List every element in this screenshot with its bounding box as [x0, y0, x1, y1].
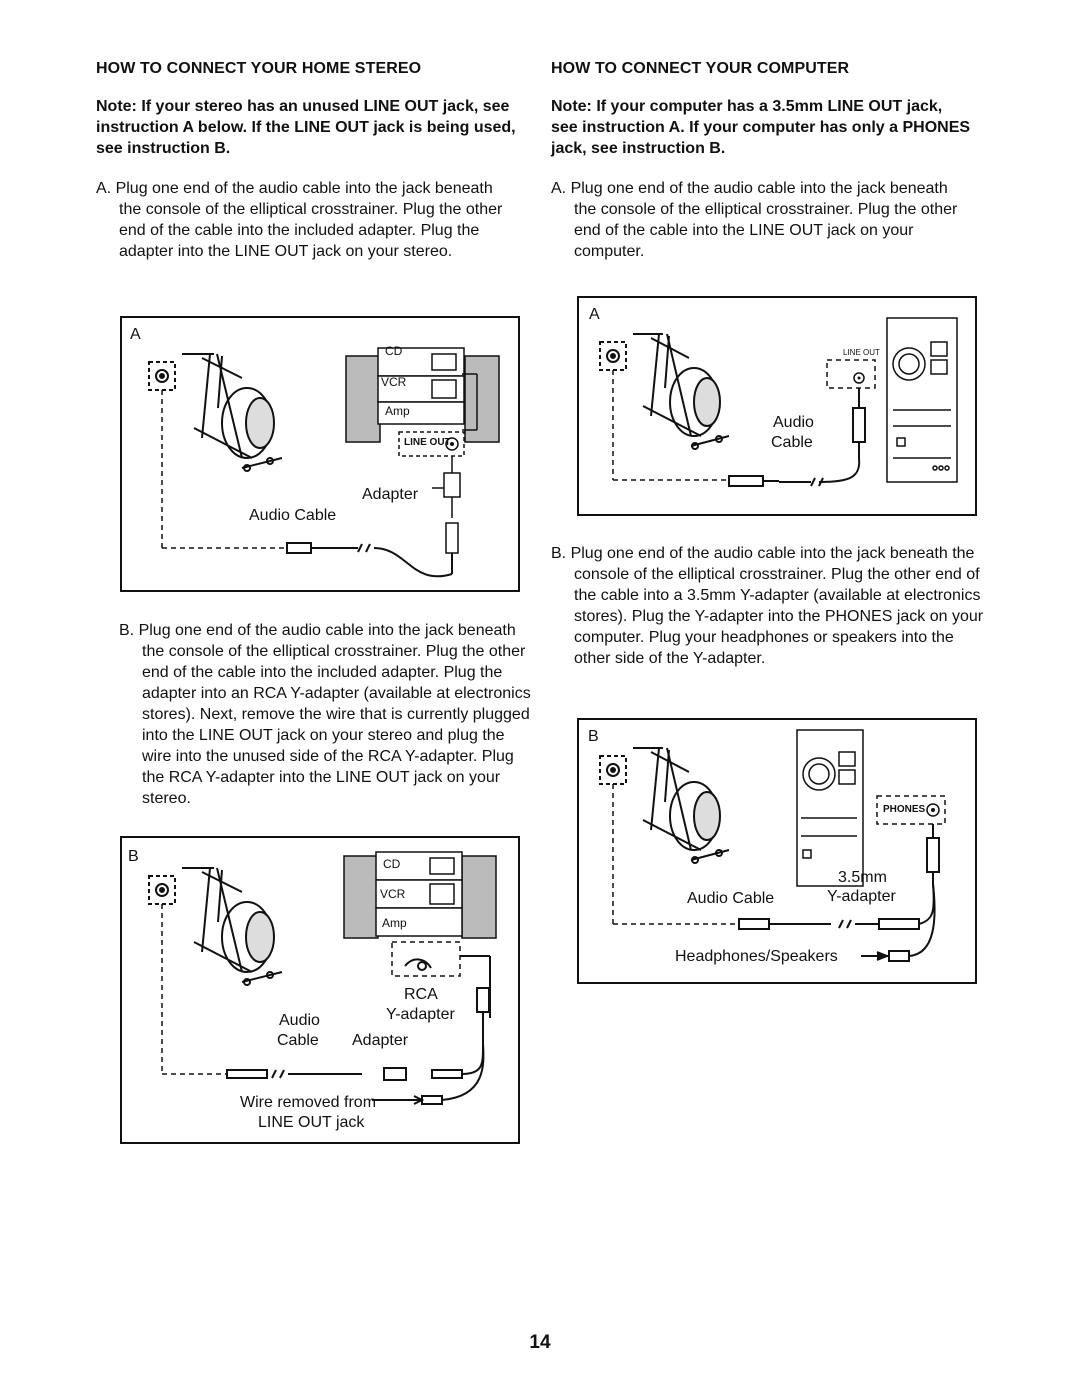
computer-a-line-out-label: LINE OUT	[843, 348, 880, 357]
stereo-a-adapter-label: Adapter	[362, 486, 419, 503]
stereo-figure-a: A CD VCR Amp LINE OUT Adapter Audio Cabl…	[120, 316, 520, 592]
stereo-diagram-b	[148, 851, 497, 1105]
computer-step-b: B. Plug one end of the audio cable into …	[551, 545, 984, 667]
stereo-a-line-out-label: LINE OUT	[404, 437, 451, 448]
stereo-b-rca-label: RCA	[404, 986, 438, 1003]
stereo-b-y-adapter-label: Y-adapter	[386, 1006, 455, 1023]
computer-b-y-adapter-label: Y-adapter	[827, 888, 896, 905]
stereo-b-amp-label: Amp	[382, 916, 407, 930]
stereo-diagram-a	[148, 347, 500, 578]
computer-a-audio-label: Audio	[773, 414, 814, 431]
stereo-step-a: A. Plug one end of the audio cable into …	[96, 180, 503, 260]
stereo-b-cable-label: Cable	[277, 1032, 319, 1049]
computer-diagram-b	[599, 729, 946, 962]
computer-step-a: A. Plug one end of the audio cable into …	[551, 180, 958, 260]
stereo-step-b: B. Plug one end of the audio cable into …	[119, 622, 531, 807]
page-number: 14	[529, 1332, 551, 1353]
computer-section: HOW TO CONNECT YOUR COMPUTER Note: If yo…	[551, 60, 971, 262]
stereo-note: Note: If your stereo has an unused LINE …	[96, 98, 516, 157]
computer-figure-b: B PHONES 3.5mm Audio Cable Y-adapter Hea…	[577, 718, 977, 984]
stereo-b-adapter-label: Adapter	[352, 1032, 409, 1049]
stereo-b-cd-label: CD	[383, 857, 401, 871]
computer-figure-a: A LINE OUT Audio Cable	[577, 296, 977, 516]
stereo-heading: HOW TO CONNECT YOUR HOME STEREO	[96, 60, 422, 77]
stereo-a-cd-label: CD	[385, 344, 403, 358]
stereo-b-audio-label: Audio	[279, 1012, 320, 1029]
computer-heading: HOW TO CONNECT YOUR COMPUTER	[551, 60, 850, 77]
stereo-section: HOW TO CONNECT YOUR HOME STEREO Note: If…	[96, 60, 516, 262]
stereo-b-wire-removed-label: Wire removed from	[240, 1094, 377, 1111]
computer-b-phones-label: PHONES	[883, 804, 926, 815]
computer-b-3-5mm-label: 3.5mm	[838, 869, 887, 886]
stereo-b-letter: B	[128, 848, 139, 865]
computer-b-audio-cable-label: Audio Cable	[687, 890, 775, 907]
computer-a-cable-label: Cable	[771, 434, 813, 451]
computer-a-letter: A	[589, 306, 600, 323]
computer-b-headphones-label: Headphones/Speakers	[675, 948, 838, 965]
computer-note: Note: If your computer has a 3.5mm LINE …	[551, 98, 971, 157]
stereo-a-amp-label: Amp	[385, 404, 410, 418]
stereo-figure-b: B CD VCR Amp RCA Y-adapter Audio Cable A…	[120, 836, 520, 1144]
stereo-a-vcr-label: VCR	[381, 375, 407, 389]
stereo-a-audio-cable-label: Audio Cable	[249, 507, 337, 524]
stereo-b-vcr-label: VCR	[380, 887, 406, 901]
stereo-a-letter: A	[130, 326, 141, 343]
computer-b-letter: B	[588, 728, 599, 745]
stereo-b-line-out-jack-label: LINE OUT jack	[258, 1114, 365, 1131]
computer-diagram-a	[599, 317, 958, 487]
